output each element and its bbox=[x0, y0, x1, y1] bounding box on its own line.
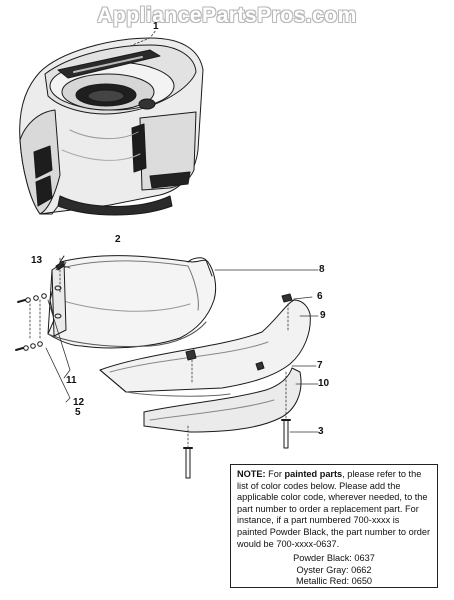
lower-skirt bbox=[143, 367, 302, 433]
housing-assembly bbox=[19, 37, 204, 216]
callout-9: 9 bbox=[320, 310, 326, 321]
callout-12: 12 bbox=[73, 397, 85, 408]
callout-5: 5 bbox=[75, 407, 81, 418]
callout-10: 10 bbox=[318, 378, 330, 389]
note-text-2: , please refer to the list of color code… bbox=[237, 469, 431, 549]
hardware bbox=[15, 255, 293, 479]
callout-8: 8 bbox=[319, 264, 325, 275]
color-code-metallic-red: Metallic Red: 0650 bbox=[295, 575, 373, 586]
callout-11: 11 bbox=[66, 375, 77, 386]
front-cover bbox=[47, 255, 217, 349]
callout-13: 13 bbox=[31, 255, 43, 266]
color-code-list: Powder Black: 0637 Oyster Gray: 0662 Met… bbox=[237, 553, 431, 587]
watermark: AppliancePartsPros.com bbox=[97, 4, 357, 27]
color-code-oyster-gray: Oyster Gray: 0662 bbox=[296, 564, 372, 575]
note-text-1: For bbox=[265, 469, 285, 479]
note-text: NOTE: For painted parts, please refer to… bbox=[237, 469, 431, 550]
note-painted-parts: painted parts bbox=[284, 469, 343, 479]
callout-6: 6 bbox=[317, 291, 323, 302]
color-code-powder-black: Powder Black: 0637 bbox=[293, 553, 375, 564]
painted-parts-note: NOTE: For painted parts, please refer to… bbox=[230, 464, 438, 588]
leader-lines bbox=[29, 29, 319, 449]
callout-3: 3 bbox=[318, 426, 324, 437]
note-lead: NOTE: bbox=[237, 469, 266, 479]
callout-7: 7 bbox=[317, 360, 323, 371]
callout-1: 1 bbox=[153, 21, 159, 32]
callout-2: 2 bbox=[115, 234, 121, 245]
